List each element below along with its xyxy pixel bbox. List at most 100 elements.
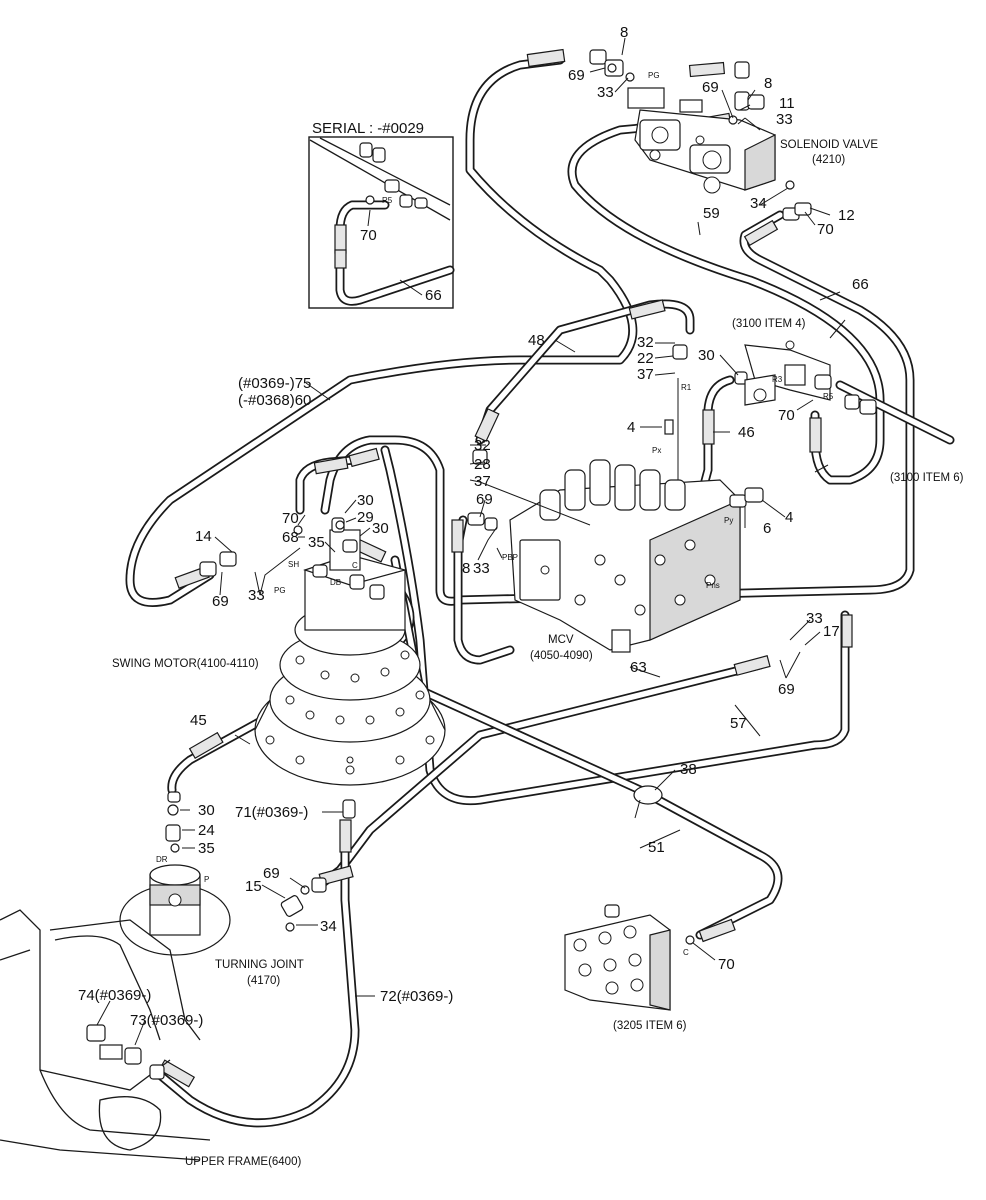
hose-label-75: (#0369-)75 bbox=[238, 375, 311, 392]
hose-label-60: (-#0368)60 bbox=[238, 392, 311, 409]
callout-69-right: 69 bbox=[778, 681, 795, 698]
callout-70-3205: 70 bbox=[718, 956, 735, 973]
port-pg-swing: PG bbox=[274, 586, 286, 595]
port-dr: DR bbox=[156, 855, 168, 864]
callout-8-sol: 8 bbox=[764, 75, 772, 92]
label-mcv: MCV bbox=[548, 634, 574, 646]
callout-69-top: 69 bbox=[568, 67, 585, 84]
upper-frame-6400 bbox=[0, 909, 211, 1161]
label-upper-frame: UPPER FRAME(6400) bbox=[185, 1156, 301, 1168]
serial-inset: SERIAL : -#0029 R5 70 66 bbox=[308, 120, 455, 309]
port-p: P bbox=[204, 875, 209, 884]
hose-label-51: 51 bbox=[648, 839, 665, 856]
port-pbp: PBP bbox=[502, 553, 518, 562]
callout-33-mcv: 33 bbox=[473, 560, 490, 577]
port-pg-top: PG bbox=[648, 71, 660, 80]
solenoid-valve-4210[interactable] bbox=[627, 61, 812, 221]
callout-71: 71(#0369-) bbox=[235, 804, 308, 821]
callout-28: 28 bbox=[474, 456, 491, 473]
hose-mcv-left bbox=[453, 515, 515, 665]
callout-34-tj: 34 bbox=[320, 918, 337, 935]
callout-6: 6 bbox=[763, 520, 771, 537]
callout-12: 12 bbox=[838, 207, 855, 224]
port-r1: R1 bbox=[681, 383, 692, 392]
port-c-3205: C bbox=[683, 948, 689, 957]
hose-label-48: 48 bbox=[528, 332, 545, 349]
callout-30-mcv: 30 bbox=[698, 347, 715, 364]
mcv-4050-4090[interactable] bbox=[467, 344, 764, 653]
callout-69-sol: 69 bbox=[702, 79, 719, 96]
component-labels: SOLENOID VALVE (4210) MCV (4050-4090) SW… bbox=[112, 139, 964, 1168]
callout-34-sol: 34 bbox=[750, 195, 767, 212]
callout-69-swing: 69 bbox=[212, 593, 229, 610]
label-3100-item4: (3100 ITEM 4) bbox=[732, 318, 806, 330]
callout-37-top: 37 bbox=[637, 366, 654, 383]
turning-joint-4170[interactable] bbox=[119, 791, 327, 956]
port-db: DB bbox=[330, 578, 341, 587]
swing-motor-4100-4110[interactable] bbox=[199, 517, 446, 819]
callout-70-swing: 70 bbox=[282, 510, 299, 527]
hose-label-59: 59 bbox=[703, 205, 720, 222]
inset-port-r5: R5 bbox=[382, 196, 393, 205]
callout-14: 14 bbox=[195, 528, 212, 545]
port-px: Px bbox=[652, 446, 661, 455]
callout-33-sol: 33 bbox=[776, 111, 793, 128]
callout-33-swing: 33 bbox=[248, 587, 265, 604]
callout-69-mcv: 69 bbox=[476, 491, 493, 508]
callout-4-py: 4 bbox=[785, 509, 793, 526]
callout-73: 73(#0369-) bbox=[130, 1012, 203, 1029]
callout-32-top: 32 bbox=[637, 334, 654, 351]
label-3100-item6: (3100 ITEM 6) bbox=[890, 472, 964, 484]
block-3205-item6 bbox=[564, 904, 695, 1011]
hose-labels: (#0369-)75 (-#0368)60 48 46 59 66 63 57 … bbox=[190, 205, 869, 1005]
label-solenoid-valve-code: (4210) bbox=[812, 154, 845, 166]
callout-38: 38 bbox=[680, 761, 697, 778]
inset-title: SERIAL : -#0029 bbox=[312, 120, 424, 137]
callout-4-px: 4 bbox=[627, 419, 635, 436]
top-fittings bbox=[589, 49, 635, 82]
hose-label-57: 57 bbox=[730, 715, 747, 732]
bracket-3100-item4 bbox=[744, 340, 877, 415]
callout-70-3100: 70 bbox=[778, 407, 795, 424]
callout-17: 17 bbox=[823, 623, 840, 640]
callout-29: 29 bbox=[357, 509, 374, 526]
callout-35-swing: 35 bbox=[308, 534, 325, 551]
port-py: Py bbox=[724, 516, 733, 525]
port-labels: PG R3 R5 R1 Px Py PBP Pns SH PG DB C DR … bbox=[156, 71, 834, 957]
label-swing-motor: SWING MOTOR(4100-4110) bbox=[112, 658, 259, 670]
callout-37-mcv: 37 bbox=[474, 473, 491, 490]
callout-30-tj: 30 bbox=[198, 802, 215, 819]
hose-label-63: 63 bbox=[630, 659, 647, 676]
port-r5: R5 bbox=[823, 392, 834, 401]
port-c-swing: C bbox=[352, 561, 358, 570]
callout-32-mcv: 32 bbox=[474, 437, 491, 454]
port-sh: SH bbox=[288, 560, 299, 569]
callout-11: 11 bbox=[779, 95, 795, 112]
hose-label-46: 46 bbox=[738, 424, 755, 441]
callout-69-tj: 69 bbox=[263, 865, 280, 882]
hose-crimp-sleeves bbox=[158, 48, 853, 1088]
label-3205-item6: (3205 ITEM 6) bbox=[613, 1020, 687, 1032]
leader-lines bbox=[96, 37, 846, 1046]
callout-35-tj: 35 bbox=[198, 840, 215, 857]
callout-15: 15 bbox=[245, 878, 262, 895]
label-solenoid-valve: SOLENOID VALVE bbox=[780, 139, 878, 151]
hose-label-72: 72(#0369-) bbox=[380, 988, 453, 1005]
callout-22: 22 bbox=[637, 350, 654, 367]
clamp-38 bbox=[633, 785, 663, 819]
part-callouts: 8 69 33 69 8 11 33 34 70 12 32 22 37 30 … bbox=[78, 24, 855, 1029]
inset-callout-66: 66 bbox=[425, 287, 442, 304]
label-mcv-code: (4050-4090) bbox=[530, 650, 593, 662]
callout-70-sol: 70 bbox=[817, 221, 834, 238]
callout-33-right: 33 bbox=[806, 610, 823, 627]
callout-68: 68 bbox=[282, 529, 299, 546]
port-r3: R3 bbox=[772, 375, 783, 384]
hose-label-66: 66 bbox=[852, 276, 869, 293]
hose-label-45: 45 bbox=[190, 712, 207, 729]
label-turning-joint: TURNING JOINT bbox=[215, 959, 304, 971]
callout-30-swing-b: 30 bbox=[372, 520, 389, 537]
port-pns: Pns bbox=[706, 581, 720, 590]
inset-callout-70: 70 bbox=[360, 227, 377, 244]
callout-24: 24 bbox=[198, 822, 215, 839]
